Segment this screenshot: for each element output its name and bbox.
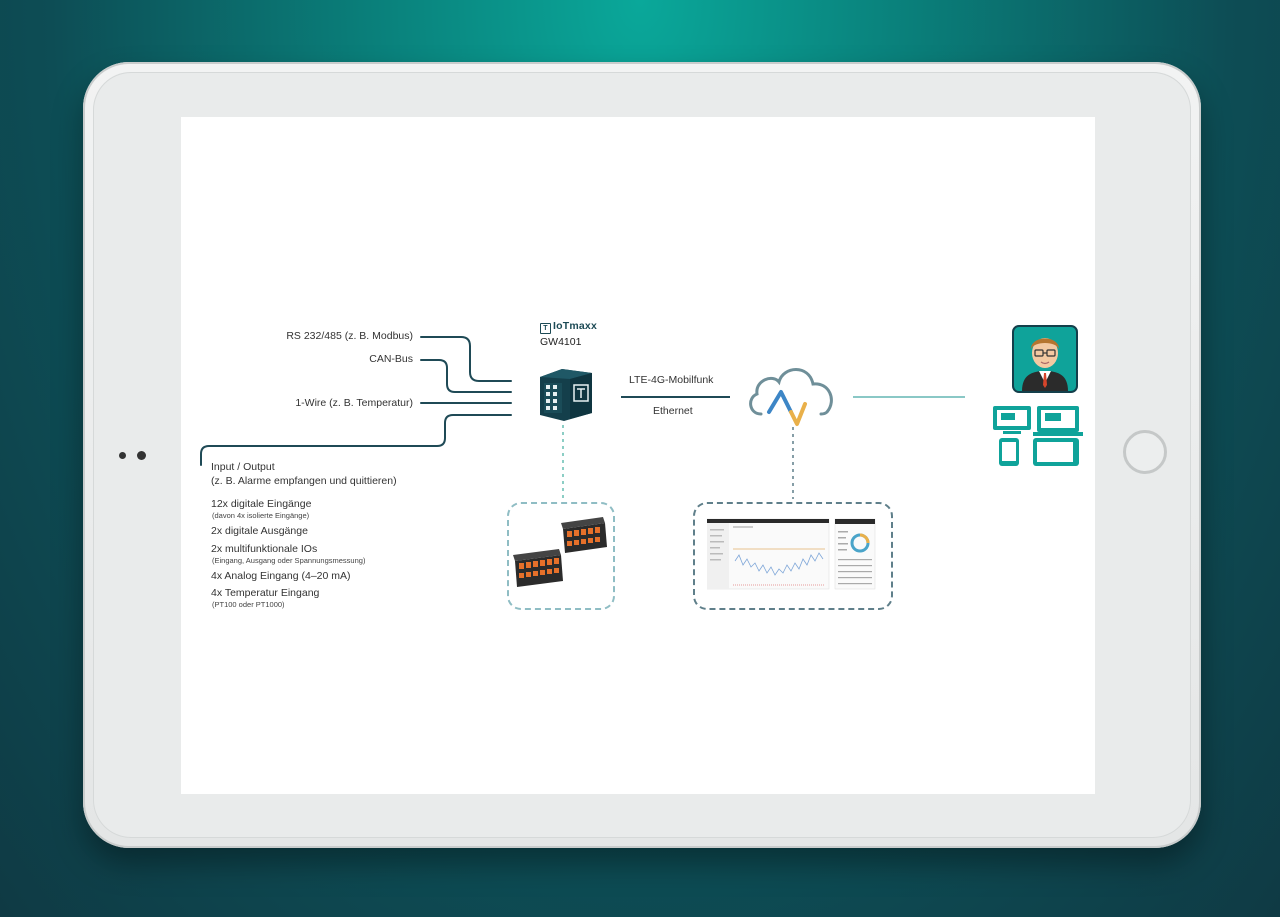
io-item-label: 12x digitale Eingänge [211,498,312,510]
lte-label: LTE-4G-Mobilfunk [629,374,714,386]
gateway-device-icon [540,369,592,421]
camera-dot [119,452,126,459]
io-subtitle: (z. B. Alarme empfangen und quittieren) [211,475,397,487]
camera-lens [137,451,146,460]
io-item-note: (Eingang, Ausgang oder Spannungsmessung) [212,556,366,565]
io-item-note: (PT100 oder PT1000) [212,600,285,609]
wire-label: 1-Wire (z. B. Temperatur) [295,397,413,409]
connection-lines [200,336,965,499]
io-item-label: 4x Temperatur Eingang [211,587,320,599]
can-label: CAN-Bus [369,353,413,365]
cloud-icon [749,368,833,426]
client-devices-icon [993,406,1083,466]
dashboard-preview-box [693,502,893,610]
screen: RS 232/485 (z. B. Modbus) CAN-Bus 1-Wire… [181,117,1095,794]
io-item-note: (davon 4x isolierte Eingänge) [212,511,310,520]
dashboard-screenshot [707,518,876,590]
brand-icon: T [540,323,551,334]
io-title: Input / Output [211,461,275,473]
home-button[interactable] [1123,430,1167,474]
rs-label: RS 232/485 (z. B. Modbus) [286,330,413,342]
terminal-blocks-box [507,502,615,610]
brand-name: IoTmaxx [553,320,597,332]
user-avatar [1012,325,1078,393]
ethernet-label: Ethernet [653,405,693,417]
io-item-label: 2x digitale Ausgänge [211,525,308,537]
io-item-label: 4x Analog Eingang (4–20 mA) [211,570,351,582]
terminal-blocks-image [513,517,607,587]
gateway-model: GW4101 [540,336,582,348]
io-item-label: 2x multifunktionale IOs [211,543,318,555]
